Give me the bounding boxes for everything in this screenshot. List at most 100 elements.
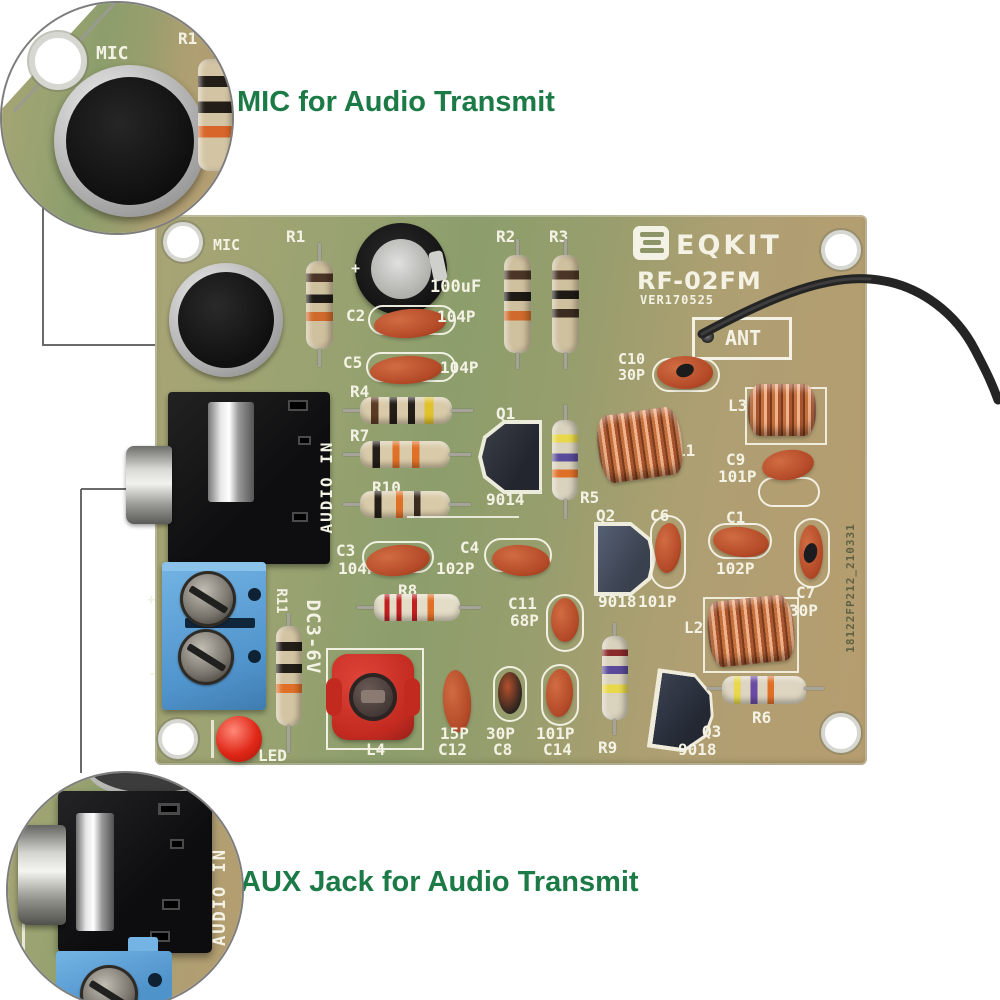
audio-jack (168, 392, 330, 564)
audio-jack-hole (292, 512, 308, 522)
l2-label: L2 (684, 618, 704, 637)
resistor-r5 (552, 420, 578, 500)
r9-label: R9 (598, 738, 618, 757)
r6-label: R6 (752, 708, 772, 727)
c9-value-label: 101P (718, 467, 757, 486)
c6-outline (650, 515, 686, 589)
resistor-r2 (504, 255, 531, 353)
c1-label: C1 (726, 508, 746, 527)
c1-outline (708, 523, 772, 559)
q3-label: Q3 (702, 722, 722, 741)
c4-label: C4 (460, 538, 480, 557)
resistor-r1 (306, 261, 333, 349)
resistor-r4 (360, 397, 452, 424)
q1-part-label: 9014 (486, 490, 525, 509)
capacitor-c11 (551, 598, 579, 642)
aux-callout-top-arc (86, 773, 218, 793)
aux-callout-line-vertical (80, 489, 82, 773)
r2-label: R2 (496, 227, 516, 246)
terminal-plus-mark: + (147, 592, 156, 608)
ecap-value-label: 100uF (430, 277, 482, 297)
led-silkscreen-line (211, 720, 214, 758)
coil-l1 (593, 405, 687, 485)
c14-value-label: 101P (536, 724, 575, 743)
transistor-q2 (598, 526, 652, 592)
c12-label: C12 (438, 740, 467, 759)
mic-silkscreen-label: MIC (213, 236, 241, 254)
r4-label: R4 (350, 382, 370, 401)
resistor-r3 (552, 255, 579, 353)
terminal-minus-mark: - (148, 666, 157, 682)
resistor-r7 (360, 441, 450, 468)
aux-callout-jack-shine (76, 813, 114, 931)
r3-label: R3 (549, 227, 569, 246)
c9-outline (758, 477, 820, 507)
c11-value-label: 68P (510, 611, 539, 630)
antenna-wire (697, 274, 1000, 405)
trimmer-l4 (326, 654, 420, 740)
q2-part-label: 9018 (598, 592, 637, 611)
c5-value-label: 104P (440, 358, 479, 377)
r7-label: R7 (350, 426, 370, 445)
serial-number: 18122FP212_210331 (844, 523, 857, 653)
c5-label: C5 (343, 353, 363, 372)
aux-callout-line-horizontal (81, 488, 129, 490)
mounting-hole-top-right (821, 230, 861, 270)
aux-annotation-text: AUX Jack for Audio Transmit (240, 866, 639, 898)
r1-label: R1 (286, 227, 306, 246)
c3-label: C3 (336, 541, 356, 560)
aux-callout-terminal-tab (128, 937, 158, 953)
audio-jack-barrel (126, 446, 172, 524)
c12-value-label: 15P (440, 724, 469, 743)
c1-value-label: 102P (716, 559, 755, 578)
mic-callout-mic-label: MIC (96, 43, 129, 64)
l3-label: L3 (728, 396, 748, 415)
q2-label: Q2 (596, 506, 616, 525)
mounting-hole-bottom-right (821, 713, 861, 753)
r5-label: R5 (580, 488, 600, 507)
c14-label: C14 (543, 740, 572, 759)
model-text: RF-02FM (637, 267, 762, 295)
c6-value-label: 101P (638, 592, 677, 611)
c2-label: C2 (346, 306, 366, 325)
power-label: DC3-6V (302, 599, 324, 675)
ant-label: ANT (725, 326, 762, 350)
resistor-r11 (276, 626, 302, 726)
c11-label: C11 (508, 594, 537, 613)
c2-value-label: 104P (437, 307, 476, 326)
coil-l2 (704, 593, 798, 669)
q1-label: Q1 (496, 404, 516, 423)
aux-callout-jack-barrel (18, 825, 66, 925)
c7-label: C7 (796, 583, 816, 602)
terminal-screw-top (180, 571, 236, 627)
aux-callout-jack (58, 791, 212, 953)
mic-callout-r1-label: R1 (178, 29, 198, 48)
power-led (216, 716, 262, 762)
mic-annotation-text: MIC for Audio Transmit (237, 86, 555, 118)
audio-jack-hole (298, 436, 311, 445)
mic-callout-line-vertical (42, 206, 44, 344)
resistor-r8 (374, 594, 460, 621)
c7-value-label: 30P (789, 601, 818, 620)
c9-label: C9 (726, 450, 746, 469)
c7-outline (794, 518, 830, 588)
mic-callout-microphone (66, 77, 194, 205)
mic-callout-line-horizontal (42, 344, 155, 346)
electrolytic-capacitor-top (371, 239, 431, 299)
c8-label: C8 (493, 740, 513, 759)
resistor-r6 (722, 676, 806, 704)
l4-label: L4 (366, 740, 386, 759)
c10-label: C10 (618, 350, 646, 368)
c11-outline (546, 594, 584, 652)
r11-label: R11 (273, 588, 289, 614)
capacitor-c8 (498, 672, 522, 714)
transistor-q1 (482, 424, 539, 490)
electrolytic-plus-mark: + (351, 259, 361, 277)
led-label: LED (258, 746, 287, 765)
aux-callout-audio-in-label: AUDIO IN (210, 848, 230, 946)
mounting-hole-bottom-left (158, 719, 198, 759)
aux-callout-circle: AUDIO IN (6, 771, 244, 1000)
audio-jack-shine (208, 402, 254, 502)
coil-l3 (748, 384, 816, 436)
